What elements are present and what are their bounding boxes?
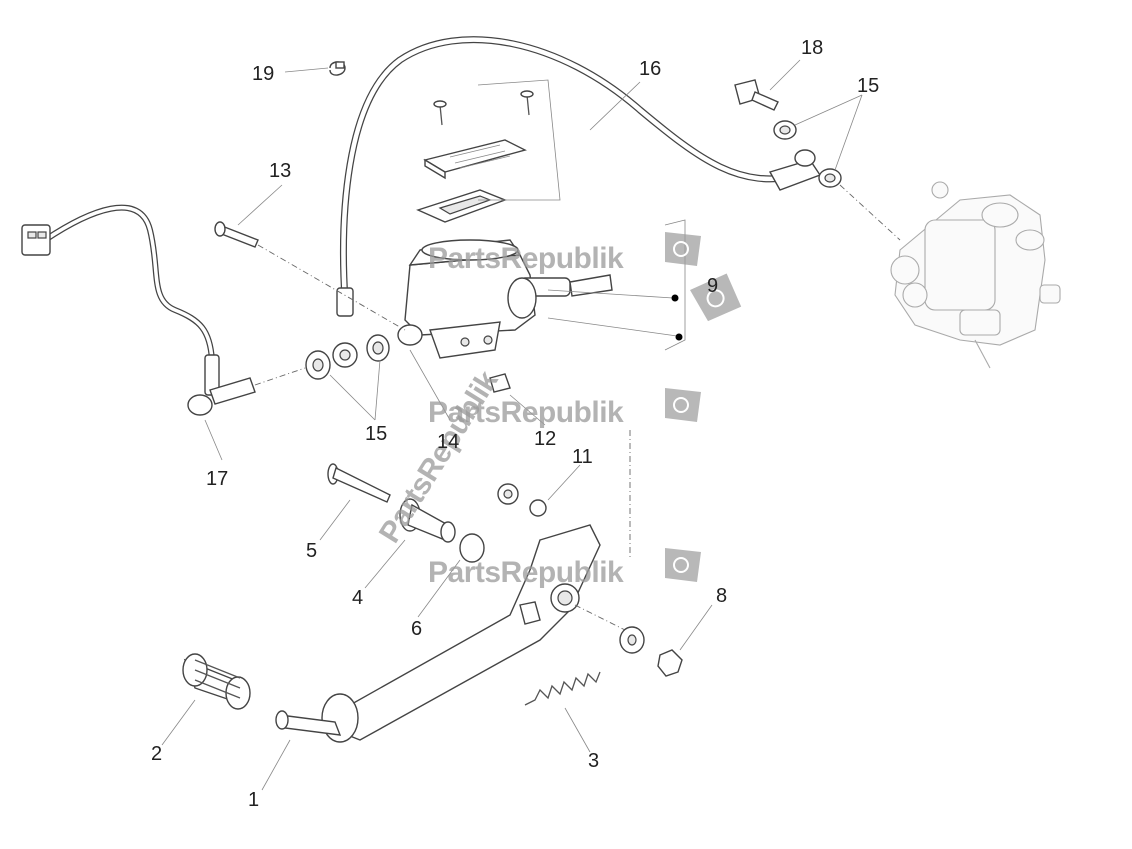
callout-11: 11 [572,446,593,468]
brake-pedal-lever [275,524,601,743]
callout-12: 12 [534,428,556,450]
watermark-text-bottom: PartsRepublik [428,556,624,589]
reservoir-cap [423,139,527,180]
pedal-rubber [182,653,251,710]
reservoir-gasket [416,189,507,223]
banjo-bolt [214,221,259,248]
callout-labels: 1 2 3 4 5 6 8 9 11 12 13 14 15 15 16 17 … [151,37,879,811]
callout-13: 13 [269,160,291,182]
callout-18: 18 [801,37,823,59]
callout-17: 17 [206,468,228,490]
watermark-flag-icon [665,548,701,582]
callout-15-left: 15 [365,423,387,445]
master-cylinder [397,239,613,359]
callout-4: 4 [352,587,363,609]
callout-6: 6 [411,618,422,640]
hose-clip [329,61,346,76]
nut-11 [497,483,547,517]
banjo-washers-left [305,334,390,380]
brake-hose [332,36,822,368]
callout-2: 2 [151,743,162,765]
pivot-bolt [327,463,391,503]
watermark-text-top: PartsRepublik [428,242,624,275]
callout-14: 14 [437,431,459,453]
banjo-washers-right [773,120,842,188]
callout-15-right: 15 [857,75,879,97]
pivot-washer [459,533,485,563]
callout-1: 1 [248,789,259,811]
watermark-flag-icon [690,273,742,322]
leader-lines [161,59,863,791]
washer-8 [619,626,645,654]
watermark-text-middle: PartsRepublik [428,396,624,429]
watermark-flag-icon [665,388,701,422]
pressure-switch-wire [21,204,256,416]
nut-8 [657,649,683,677]
banjo-bolt-right [734,79,779,111]
callout-5: 5 [306,540,317,562]
return-spring [524,671,601,706]
callout-3: 3 [588,750,599,772]
callout-9: 9 [707,275,718,297]
brake-caliper-ghost [890,181,1061,369]
cap-screws [433,90,534,126]
nut-12 [489,373,511,393]
watermark-flag-icon [665,232,701,266]
pivot-bushing [399,498,456,543]
callout-16: 16 [639,58,661,80]
callout-19: 19 [252,63,274,85]
callout-8: 8 [716,585,727,607]
